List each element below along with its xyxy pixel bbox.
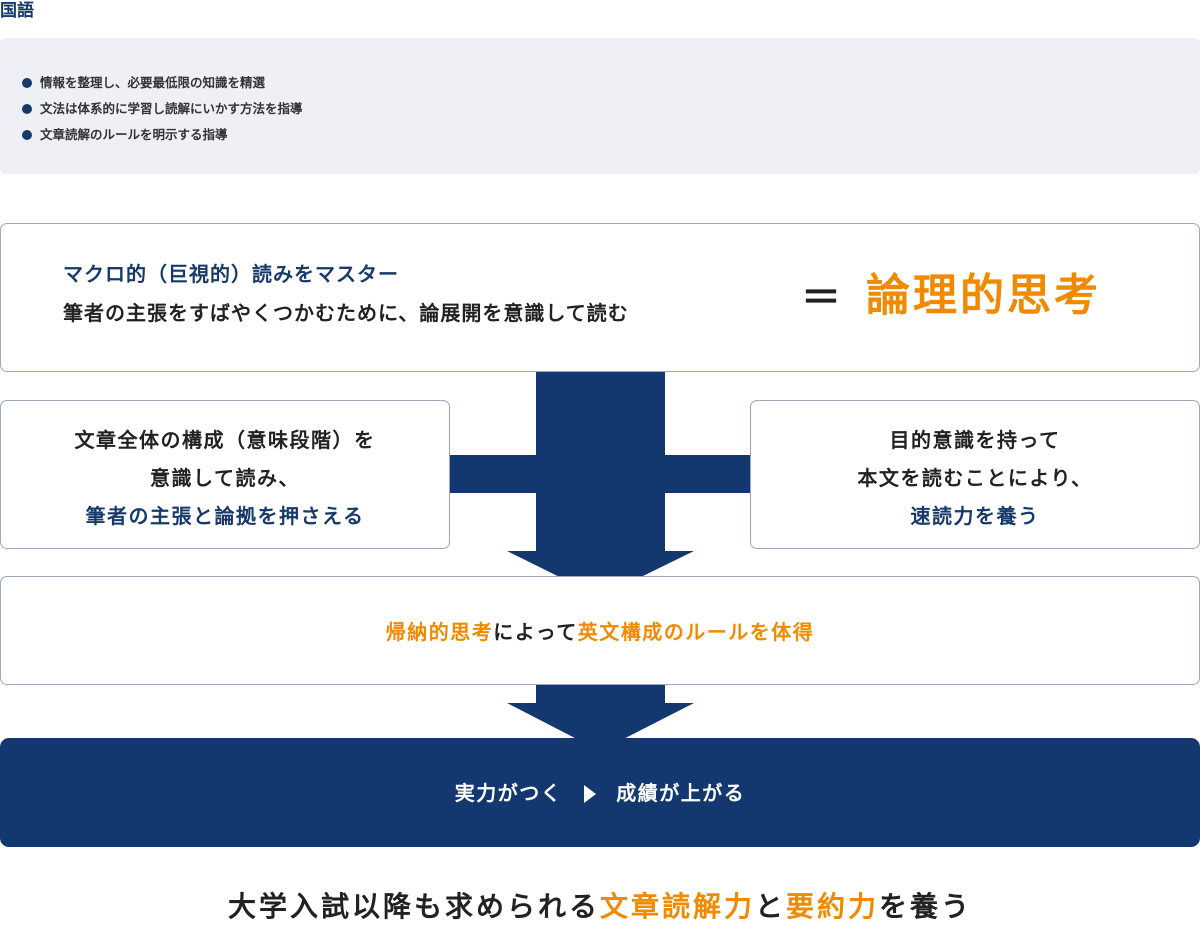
bottom-tagline: 大学入試以降も求められる文章読解力と要約力を養う <box>0 887 1200 927</box>
tagline-reading-comprehension: 文章読解力 <box>599 890 755 923</box>
tagline-summarizing: 要約力 <box>786 890 880 923</box>
key-points-panel: 情報を整理し、必要最低限の知識を精選 文法は体系的に学習し読解にいかす方法を指導… <box>0 38 1200 174</box>
inductive-connector: によって <box>493 620 578 644</box>
result-grades: 成績が上がる <box>616 781 746 805</box>
purpose-reading-text: 目的意識を持って 本文を読むことにより、 速読力を養う <box>751 421 1199 535</box>
key-point-item: 文法は体系的に学習し読解にいかす方法を指導 <box>22 96 1200 122</box>
purpose-reading-box: 目的意識を持って 本文を読むことにより、 速読力を養う <box>750 400 1200 549</box>
macro-reading-text: マクロ的（巨視的）読みをマスター 筆者の主張をすばやくつかむために、論展開を意識… <box>63 260 629 327</box>
result-banner: 実力がつく 成績が上がる <box>0 738 1200 847</box>
result-text: 実力がつく 成績が上がる <box>0 778 1200 808</box>
logical-thinking-label: 論理的思考 <box>866 270 1101 321</box>
structure-line-1: 文章全体の構成（意味段階）を <box>74 428 376 452</box>
horizontal-connector-bar <box>449 455 751 493</box>
play-triangle-icon <box>584 785 597 803</box>
macro-reading-heading: マクロ的（巨視的）読みをマスター <box>63 262 399 286</box>
inductive-thinking-term: 帰納的思考 <box>385 620 494 644</box>
result-ability: 実力がつく <box>454 781 563 805</box>
key-points-list: 情報を整理し、必要最低限の知識を精選 文法は体系的に学習し読解にいかす方法を指導… <box>22 70 1200 148</box>
structure-reading-text: 文章全体の構成（意味段階）を 意識して読み、 筆者の主張と論拠を押さえる <box>1 421 449 535</box>
macro-reading-box: マクロ的（巨視的）読みをマスター 筆者の主張をすばやくつかむために、論展開を意識… <box>0 223 1200 372</box>
structure-line-3: 筆者の主張と論拠を押さえる <box>85 504 365 528</box>
tagline-part-1: 大学入試以降も求められる <box>227 890 600 923</box>
tagline-part-5: を養う <box>879 890 973 923</box>
english-structure-rules: 英文構成のルールを体得 <box>577 620 815 644</box>
section-title: 国語 <box>0 1 34 21</box>
key-point-item: 文章読解のルールを明示する指導 <box>22 122 1200 148</box>
second-down-arrow <box>507 684 694 751</box>
inductive-thinking-text: 帰納的思考によって英文構成のルールを体得 <box>1 617 1199 647</box>
structure-line-2: 意識して読み、 <box>150 466 300 490</box>
equals-sign: ＝ <box>801 275 841 321</box>
macro-reading-description: 筆者の主張をすばやくつかむために、論展開を意識して読む <box>63 301 629 325</box>
purpose-line-1: 目的意識を持って <box>889 428 1061 452</box>
purpose-line-3: 速読力を養う <box>910 504 1040 528</box>
purpose-line-2: 本文を読むことにより、 <box>857 466 1093 490</box>
key-point-item: 情報を整理し、必要最低限の知識を精選 <box>22 70 1200 96</box>
tagline-part-3: と <box>754 890 786 923</box>
structure-reading-box: 文章全体の構成（意味段階）を 意識して読み、 筆者の主張と論拠を押さえる <box>0 400 450 549</box>
inductive-thinking-box: 帰納的思考によって英文構成のルールを体得 <box>0 576 1200 685</box>
